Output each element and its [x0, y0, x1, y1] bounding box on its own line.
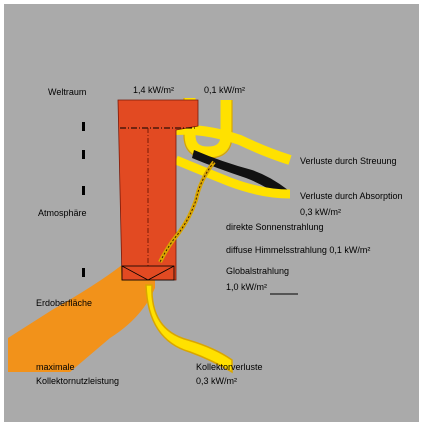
boundary-tick-3 — [82, 186, 85, 195]
label-globalstrahlung-value: 1,0 kW/m² — [226, 282, 267, 293]
label-weltraum: Weltraum — [48, 87, 86, 98]
label-diffuse-strahlung: diffuse Himmelsstrahlung 0,1 kW/m² — [226, 245, 370, 256]
label-verluste-absorption-value: 0,3 kW/m² — [300, 207, 341, 218]
label-maximale: maximale — [36, 362, 75, 373]
boundary-tick-2 — [82, 150, 85, 159]
label-flux-top: 1,4 kW/m² — [133, 85, 174, 96]
boundary-tick-4 — [82, 268, 85, 277]
label-direkte-strahlung: direkte Sonnenstrahlung — [226, 222, 324, 233]
label-atmosphaere: Atmosphäre — [38, 208, 87, 219]
boundary-tick-1 — [82, 122, 85, 131]
label-verluste-streuung: Verluste durch Streuung — [300, 156, 397, 167]
label-globalstrahlung: Globalstrahlung — [226, 266, 289, 277]
label-kollektorverluste-value: 0,3 kW/m² — [196, 376, 237, 387]
label-verluste-absorption: Verluste durch Absorption — [300, 191, 403, 202]
collector-box — [122, 266, 174, 280]
label-flux-scatter-top: 0,1 kW/m² — [204, 85, 245, 96]
label-erdoberflaeche: Erdoberfläche — [36, 298, 92, 309]
label-kollektorverluste: Kollektorverluste — [196, 362, 263, 373]
label-kollektornutzleistung: Kollektornutzleistung — [36, 376, 119, 387]
